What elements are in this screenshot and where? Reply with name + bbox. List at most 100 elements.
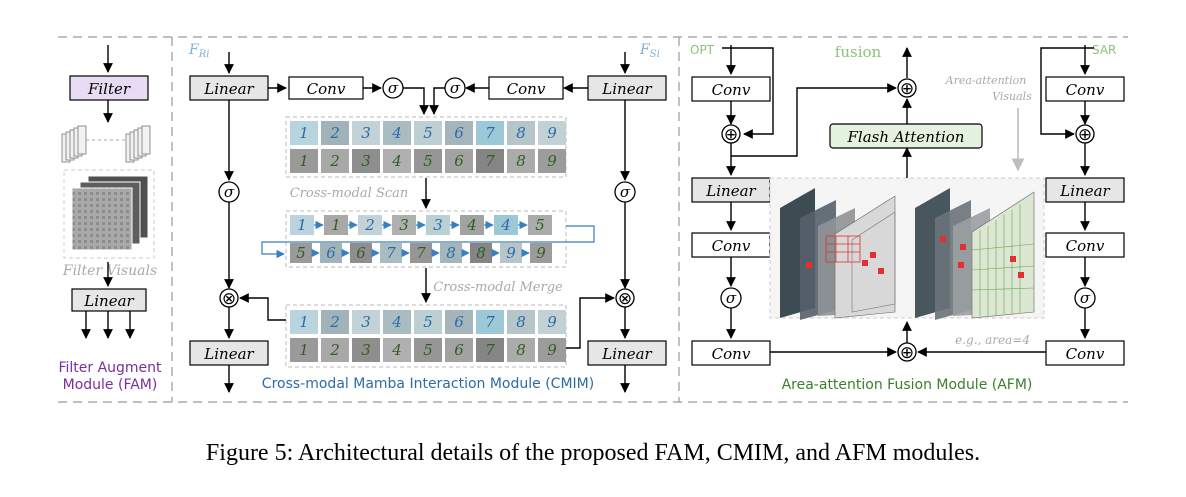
tile-bottom-7 [476, 338, 504, 362]
tile-bottom-4 [383, 338, 411, 362]
scan-top-1-label: 1 [331, 216, 341, 234]
scan-bottom-5-label: 8 [446, 244, 456, 262]
svg-text:Linear: Linear [1059, 182, 1110, 200]
cmim-merge-label: Cross-modal Merge [433, 280, 563, 295]
scan-top-1 [324, 215, 348, 235]
scan-top-6 [494, 215, 518, 235]
tile-top-9 [538, 121, 566, 145]
tile-top-3 [352, 310, 380, 334]
scan-top-5-label: 4 [466, 216, 477, 234]
svg-text:⊕: ⊕ [900, 343, 914, 363]
fam-linear-box [71, 288, 147, 312]
svg-text:⊗: ⊗ [222, 289, 236, 309]
tile-bottom-8 [507, 338, 535, 362]
scan-bottom-5 [440, 243, 462, 263]
tile-top-6 [445, 121, 473, 145]
tile-bottom-9-label: 9 [547, 152, 557, 170]
tile-bottom-6-label: 6 [454, 341, 464, 359]
scan-bottom-2-label: 6 [356, 244, 366, 262]
cmim-input-right: FSi [639, 42, 660, 60]
tile-top-2 [321, 310, 349, 334]
afm-conv-sar-3 [1045, 340, 1125, 366]
tile-bottom-3 [352, 149, 380, 173]
svg-text:⊕: ⊕ [724, 125, 738, 145]
tile-top-7-label: 7 [485, 313, 495, 331]
svg-text:σ: σ [450, 79, 461, 97]
scan-bottom-1-label: 6 [326, 244, 336, 262]
svg-text:Linear: Linear [203, 345, 254, 363]
tile-top-4-label: 4 [391, 313, 402, 331]
cmim-linear-right-bottom [587, 340, 667, 366]
tile-top-3-label: 3 [361, 313, 371, 331]
svg-text:Conv: Conv [1066, 81, 1105, 99]
svg-text:⊕: ⊕ [1078, 125, 1092, 145]
tile-bottom-1-label: 1 [299, 152, 309, 170]
tile-top-9 [538, 310, 566, 334]
tile-top-2-label: 2 [329, 124, 340, 142]
tile-top-5 [414, 310, 442, 334]
tile-bottom-5 [414, 338, 442, 362]
svg-text:σ: σ [726, 289, 737, 307]
tile-bottom-8-label: 8 [516, 152, 526, 170]
tile-top-8-label: 8 [516, 124, 526, 142]
afm-area-example: e.g., area=4 [955, 333, 1030, 347]
scan-bottom-0 [290, 243, 312, 263]
tile-bottom-4-label: 4 [391, 341, 402, 359]
afm-sar-label: SAR [1092, 43, 1116, 57]
afm-title: Area-attention Fusion Module (AFM) [782, 377, 1033, 393]
scan-top-4-label: 3 [433, 216, 443, 234]
fam-linear-label: Linear [83, 292, 134, 310]
svg-text:Linear: Linear [705, 182, 756, 200]
tile-bottom-7-label: 7 [485, 152, 495, 170]
tile-top-3-label: 3 [361, 124, 371, 142]
scan-top-5 [460, 215, 484, 235]
fam-module: Filter Filter Visuals Linear [58, 45, 162, 393]
afm-oplus-top [897, 78, 917, 98]
cmim-module: FRi FSi Linear Linear Conv σ Conv σ 1122… [188, 42, 667, 393]
tile-top-9-label: 9 [547, 124, 557, 142]
tile-top-6-label: 6 [454, 313, 464, 331]
svg-text:σ: σ [620, 183, 631, 201]
tile-bottom-8 [507, 149, 535, 173]
afm-area-note-line2: Visuals [992, 90, 1032, 103]
cmim-scan-label: Cross-modal Scan [290, 186, 409, 201]
tile-top-2 [321, 121, 349, 145]
svg-text:Conv: Conv [712, 81, 751, 99]
scan-bottom-6 [470, 243, 492, 263]
afm-conv-opt-3 [691, 340, 771, 366]
cmim-tiles-top-frame [285, 116, 567, 178]
svg-text:σ: σ [224, 183, 235, 201]
scan-bottom-6-label: 8 [476, 244, 486, 262]
tile-bottom-1 [290, 149, 318, 173]
cmim-linear-left-top-label: Linear [203, 80, 254, 98]
fam-visuals-frame [63, 169, 155, 259]
svg-text:Conv: Conv [1066, 345, 1105, 363]
afm-fusion-label: fusion [835, 43, 882, 61]
scan-bottom-4-label: 7 [416, 244, 426, 262]
filter-slices-icon [61, 125, 151, 163]
tile-bottom-5-label: 5 [423, 152, 433, 170]
tile-bottom-6 [445, 338, 473, 362]
tile-bottom-7-label: 7 [485, 341, 495, 359]
afm-module: OPT SAR fusion Conv ⊕ Linear Conv σ Conv… [690, 43, 1125, 393]
tile-top-5-label: 5 [423, 124, 433, 142]
cmim-input-left: FRi [188, 42, 209, 60]
afm-area-note-line1: Area-attention [945, 74, 1027, 87]
afm-flash-attention-box [829, 123, 983, 149]
tile-bottom-5 [414, 149, 442, 173]
scan-bottom-7 [500, 243, 522, 263]
tile-top-8 [507, 121, 535, 145]
scan-bottom-8 [530, 243, 552, 263]
tile-top-5 [414, 121, 442, 145]
cmim-conv-right-label: Conv [507, 80, 546, 98]
afm-linear-sar [1045, 177, 1125, 203]
tile-bottom-4-label: 4 [391, 152, 402, 170]
scan-bottom-1 [320, 243, 342, 263]
tile-top-7-label: 7 [485, 124, 495, 142]
svg-text:Conv: Conv [712, 345, 751, 363]
svg-text:⊗: ⊗ [618, 289, 632, 309]
svg-text:Linear: Linear [601, 345, 652, 363]
